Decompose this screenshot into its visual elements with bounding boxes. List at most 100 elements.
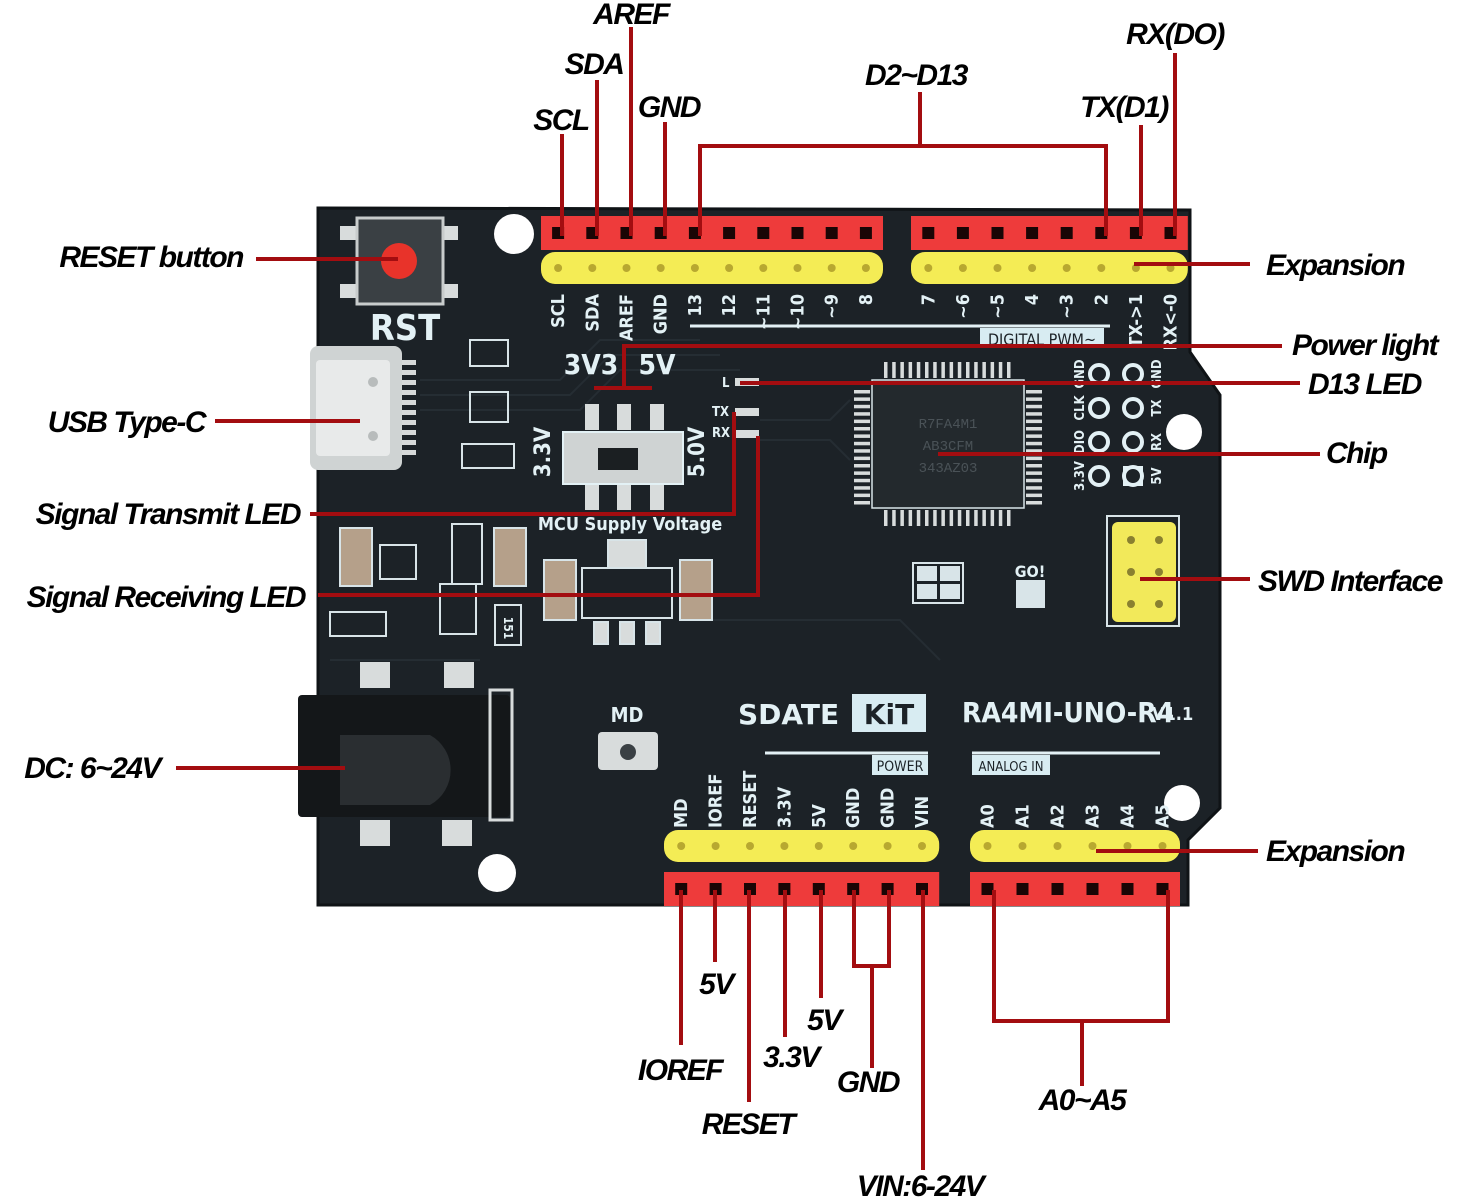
debug-pad	[1122, 431, 1144, 453]
chip-pin	[854, 441, 870, 446]
leader-lines	[176, 27, 1320, 1170]
male-pin	[622, 264, 631, 272]
chip-pin	[990, 362, 995, 378]
pin-label: RX<-0	[1161, 294, 1182, 351]
label-power-light: Power light	[1292, 329, 1441, 362]
chip-pin	[949, 362, 954, 378]
chip-pin	[908, 362, 913, 378]
pin-label: SDA	[582, 294, 603, 332]
pin-label: 8	[856, 294, 877, 305]
label-3v3: 3.3V	[763, 1041, 823, 1074]
chip-pin	[982, 362, 986, 378]
label-5v-b: 5V	[807, 1004, 845, 1037]
label-5v-a: 5V	[699, 968, 737, 1001]
female-socket	[922, 227, 935, 239]
female-header-strip	[664, 872, 940, 906]
male-pin	[690, 264, 699, 272]
label-gnd-bottom: GND	[837, 1066, 900, 1099]
chip-pin	[925, 510, 929, 526]
power-section-label: POWER	[877, 759, 924, 775]
mounting-hole	[1164, 785, 1200, 821]
brand-name: SDATE	[738, 698, 839, 731]
pin-label: GND	[651, 294, 672, 334]
pin-label: A3	[1083, 804, 1104, 828]
debug-pad	[1088, 465, 1110, 487]
label-d13-led: D13 LED	[1308, 368, 1422, 401]
pin-label: A1	[1013, 804, 1034, 828]
female-socket	[791, 227, 804, 239]
chip-pin	[1026, 464, 1042, 468]
debug-pad	[1088, 431, 1110, 453]
male-pin	[1062, 264, 1071, 272]
chip-pin	[854, 464, 870, 468]
debug-pad	[1122, 465, 1144, 487]
switch-slider	[598, 448, 638, 470]
chip-marking-line3: 343AZ03	[919, 461, 978, 477]
pin-label: 2	[1091, 294, 1112, 305]
female-socket	[688, 227, 701, 239]
pin-label: ~9	[822, 294, 843, 319]
male-pin	[711, 842, 720, 850]
label-expansion-bottom: Expansion	[1266, 835, 1405, 868]
debug-pad-label: RX	[1150, 433, 1165, 451]
debug-pad-label: 5V	[1150, 467, 1165, 484]
male-pin	[746, 842, 754, 850]
leader-gnd-bottom	[852, 890, 891, 1068]
label-signal-transmit-led: Signal Transmit LED	[36, 498, 301, 531]
switch-side-5-0v: 5.0V	[685, 426, 710, 477]
mcu-chip: R7FA4M1 AB3CFM 343AZ03	[854, 362, 1042, 526]
switch-label-3v3: 3V3	[564, 348, 619, 381]
board-version: V1.1	[1152, 704, 1193, 725]
chip-pin	[998, 362, 1003, 378]
pin-label: A4	[1118, 804, 1139, 828]
chip-pin	[1026, 434, 1042, 438]
board-model: RA4MI-UNO-R4	[962, 696, 1174, 729]
callout-labels: SCL SDA AREF GND D2~D13 TX(D1) RX(DO) RE…	[24, 0, 1444, 1201]
male-pin	[924, 264, 933, 272]
chip-pin	[1026, 449, 1042, 453]
debug-pad-label: TX	[1150, 400, 1165, 417]
md-button-component: MD	[598, 703, 658, 770]
switch-label-5v: 5V	[638, 348, 676, 381]
female-socket	[825, 227, 838, 239]
male-pin	[1158, 842, 1167, 850]
label-expansion-top: Expansion	[1266, 249, 1405, 282]
pin-label: A2	[1048, 804, 1069, 828]
chip-pin	[854, 478, 870, 483]
chip-pin	[1007, 510, 1011, 526]
chip-pin	[974, 362, 978, 378]
chip-pin	[1026, 390, 1042, 394]
male-pin	[1053, 842, 1062, 850]
female-header-strip	[911, 216, 1188, 250]
pin-label: 12	[719, 294, 740, 317]
female-socket	[1156, 883, 1169, 895]
male-header-strip	[664, 830, 940, 862]
chip-pin	[884, 510, 888, 526]
label-gnd-top: GND	[638, 91, 701, 124]
reset-button-component: RST	[340, 216, 458, 349]
usb-c-connector	[310, 346, 416, 470]
male-pin	[918, 842, 926, 850]
chip-pin	[854, 493, 870, 498]
chip-pin	[941, 362, 945, 378]
chip-pin	[892, 510, 896, 526]
label-chip: Chip	[1326, 437, 1388, 470]
male-pin	[1018, 842, 1027, 850]
label-aref: AREF	[592, 0, 671, 31]
female-socket	[709, 883, 722, 895]
chip-pin	[884, 362, 888, 378]
debug-pad-label: DIO	[1073, 430, 1088, 454]
chip-pin	[854, 486, 870, 490]
pin-label: AREF	[617, 294, 638, 341]
pin-label: 4	[1022, 294, 1043, 305]
male-pin	[780, 842, 789, 850]
debug-pad-label: CLK	[1073, 395, 1088, 421]
label-a0-a5: A0~A5	[1038, 1084, 1129, 1117]
female-socket	[723, 227, 736, 239]
label-signal-receiving-led: Signal Receiving LED	[27, 581, 306, 614]
female-socket	[1016, 883, 1029, 895]
brand-kit: KiT	[864, 698, 914, 731]
chip-pin	[1026, 471, 1042, 475]
